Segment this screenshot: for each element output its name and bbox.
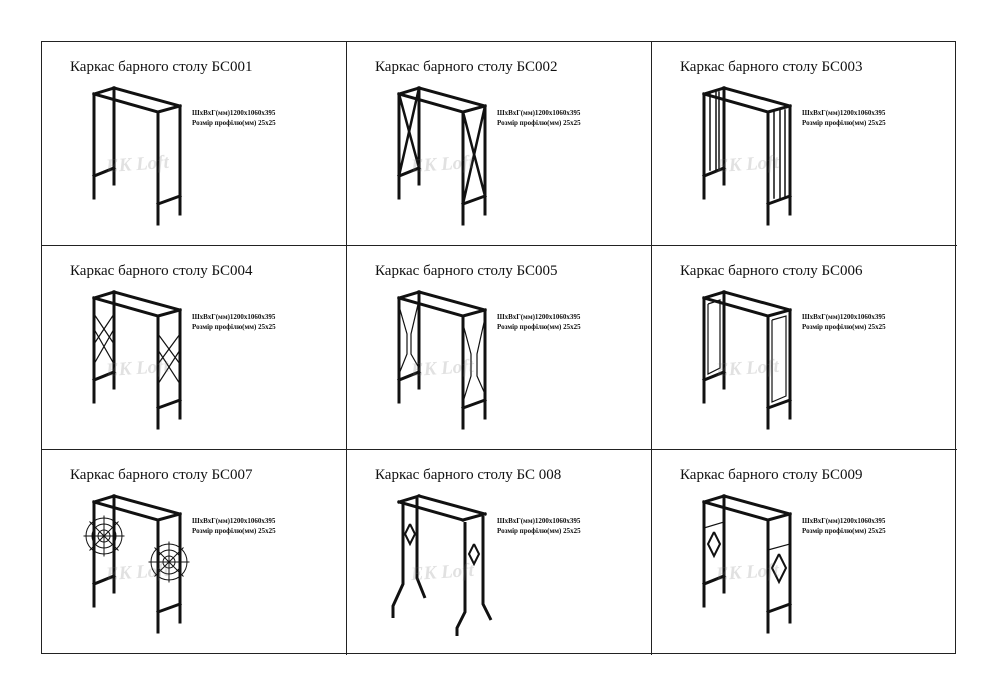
product-specs: ШхВхГ(мм)1200х1060х395 Розмір профілю(мм… <box>497 516 581 536</box>
spec-dimensions: ШхВхГ(мм)1200х1060х395 <box>497 313 581 321</box>
watermark: EK Loft <box>105 355 170 382</box>
frame-illustration <box>92 86 182 226</box>
product-title: Каркас барного столу БС005 <box>375 263 558 279</box>
spec-dimensions: ШхВхГ(мм)1200х1060х395 <box>192 313 276 321</box>
frame-illustration <box>92 290 182 430</box>
product-specs: ШхВхГ(мм)1200х1060х395 Розмір профілю(мм… <box>802 516 886 536</box>
product-specs: ШхВхГ(мм)1200х1060х395 Розмір профілю(мм… <box>802 108 886 128</box>
spec-profile: Розмір профілю(мм) 25х25 <box>192 527 276 535</box>
watermark: EK Loft <box>715 559 780 586</box>
product-title: Каркас барного столу БС002 <box>375 59 558 75</box>
product-specs: ШхВхГ(мм)1200х1060х395 Розмір профілю(мм… <box>497 108 581 128</box>
spec-dimensions: ШхВхГ(мм)1200х1060х395 <box>802 313 886 321</box>
product-card-bs002: Каркас барного столу БС002 EK Loft ШхВхГ… <box>347 42 652 246</box>
watermark: EK Loft <box>715 355 780 382</box>
spec-profile: Розмір профілю(мм) 25х25 <box>802 527 886 535</box>
frame-illustration <box>702 494 792 634</box>
frame-illustration <box>391 494 493 636</box>
spec-dimensions: ШхВхГ(мм)1200х1060х395 <box>802 517 886 525</box>
spec-dimensions: ШхВхГ(мм)1200х1060х395 <box>497 109 581 117</box>
watermark: EK Loft <box>105 151 170 178</box>
spec-profile: Розмір профілю(мм) 25х25 <box>192 119 276 127</box>
watermark: EK Loft <box>715 151 780 178</box>
spec-profile: Розмір профілю(мм) 25х25 <box>497 119 581 127</box>
product-card-bs007: Каркас барного столу БС007 EK Loft ШхВхГ… <box>42 450 347 655</box>
product-specs: ШхВхГ(мм)1200х1060х395 Розмір профілю(мм… <box>192 516 276 536</box>
product-title: Каркас барного столу БС004 <box>70 263 253 279</box>
product-title: Каркас барного столу БС007 <box>70 467 253 483</box>
product-specs: ШхВхГ(мм)1200х1060х395 Розмір профілю(мм… <box>192 312 276 332</box>
product-card-bs003: Каркас барного столу БС003 EK Loft ШхВхГ… <box>652 42 957 246</box>
product-card-bs009: Каркас барного столу БС009 EK Loft ШхВхГ… <box>652 450 957 655</box>
spec-profile: Розмір профілю(мм) 25х25 <box>802 119 886 127</box>
frame-illustration <box>83 494 190 634</box>
watermark: EK Loft <box>410 559 475 586</box>
frame-illustration <box>397 86 487 226</box>
product-specs: ШхВхГ(мм)1200х1060х395 Розмір профілю(мм… <box>802 312 886 332</box>
spec-profile: Розмір профілю(мм) 25х25 <box>497 527 581 535</box>
frame-illustration <box>702 86 792 226</box>
watermark: EK Loft <box>410 151 475 178</box>
product-card-bs006: Каркас барного столу БС006 EK Loft ШхВхГ… <box>652 246 957 450</box>
product-title: Каркас барного столу БС009 <box>680 467 863 483</box>
spec-profile: Розмір профілю(мм) 25х25 <box>497 323 581 331</box>
product-title: Каркас барного столу БС001 <box>70 59 253 75</box>
product-card-bs005: Каркас барного столу БС005 EK Loft ШхВхГ… <box>347 246 652 450</box>
product-specs: ШхВхГ(мм)1200х1060х395 Розмір профілю(мм… <box>192 108 276 128</box>
product-card-bs004: Каркас барного столу БС004 EK Loft ШхВхГ… <box>42 246 347 450</box>
watermark: EK Loft <box>410 355 475 382</box>
catalog-grid: Каркас барного столу БС001 EK Loft ШхВхГ… <box>41 41 957 655</box>
spec-dimensions: ШхВхГ(мм)1200х1060х395 <box>192 517 276 525</box>
frame-illustration <box>702 290 792 430</box>
watermark: EK Loft <box>105 559 170 586</box>
frame-illustration <box>397 290 487 430</box>
spec-dimensions: ШхВхГ(мм)1200х1060х395 <box>497 517 581 525</box>
spec-dimensions: ШхВхГ(мм)1200х1060х395 <box>192 109 276 117</box>
spec-dimensions: ШхВхГ(мм)1200х1060х395 <box>802 109 886 117</box>
product-specs: ШхВхГ(мм)1200х1060х395 Розмір профілю(мм… <box>497 312 581 332</box>
spec-profile: Розмір профілю(мм) 25х25 <box>802 323 886 331</box>
product-card-bs008: Каркас барного столу БС 008 EK Loft ШхВх… <box>347 450 652 655</box>
product-card-bs001: Каркас барного столу БС001 EK Loft ШхВхГ… <box>42 42 347 246</box>
spec-profile: Розмір профілю(мм) 25х25 <box>192 323 276 331</box>
product-title: Каркас барного столу БС 008 <box>375 467 562 483</box>
product-title: Каркас барного столу БС003 <box>680 59 863 75</box>
product-title: Каркас барного столу БС006 <box>680 263 863 279</box>
